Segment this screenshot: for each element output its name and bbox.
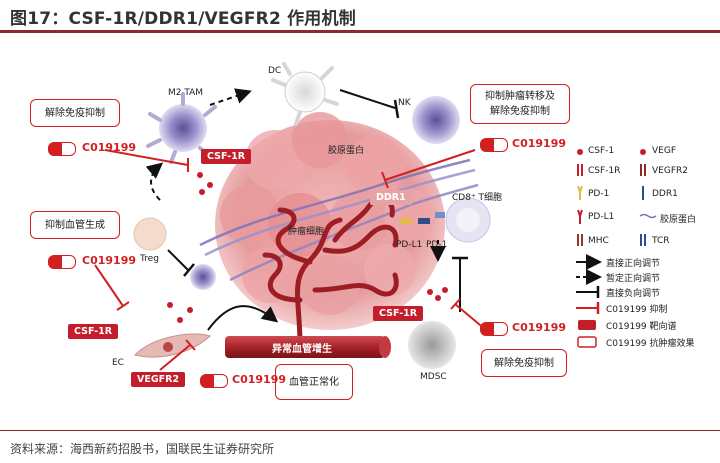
label-treg: Treg xyxy=(140,254,159,264)
vessel-label: 异常血管增生 xyxy=(272,344,332,355)
legend-direct-positive: 直接正向调节 xyxy=(606,259,661,269)
drug-pill-top-left xyxy=(48,142,76,156)
treg-cell xyxy=(133,217,167,251)
box-relieve-suppression-bottom: 解除免疫抑制 xyxy=(481,349,567,377)
legend-mhc: MHC xyxy=(588,236,609,246)
label-tcell: CD8⁺ T细胞 xyxy=(452,193,503,203)
tcell xyxy=(445,197,491,243)
label-tumor: 肿瘤细胞 xyxy=(288,227,325,237)
drug-pill-bottom-right xyxy=(480,322,508,336)
inhibition-lines xyxy=(94,149,487,371)
legend-pause-positive: 暂定正向调节 xyxy=(606,274,661,284)
legend-ddr1: DDR1 xyxy=(652,189,678,199)
legend-inhibit: C019199 抑制 xyxy=(606,305,668,315)
pd1-pdl1-interface xyxy=(400,212,445,224)
label-nk: NK xyxy=(398,98,411,108)
drug-pill-top-right xyxy=(480,138,508,152)
box-inhibit-angiogenesis: 抑制血管生成 xyxy=(30,211,120,239)
box-vessel-normalization: 血管正常化 xyxy=(275,364,353,400)
vessel-tube xyxy=(225,336,391,358)
legend-direct-negative: 直接负向调节 xyxy=(606,289,661,299)
legend-collagen: 胶原蛋白 xyxy=(660,215,697,225)
legend-pd1: PD-1 xyxy=(588,189,610,199)
small-treg-target xyxy=(190,264,216,290)
drug-label-mid-left: C019199 xyxy=(82,254,136,267)
footer-rule xyxy=(0,430,720,431)
label-m2tam: M2 TAM xyxy=(168,88,204,98)
legend-csf1r: CSF-1R xyxy=(588,166,621,176)
drug-label-top-left: C019199 xyxy=(82,141,136,154)
nk-cell xyxy=(412,96,460,144)
label-collagen: 胶原蛋白 xyxy=(328,146,365,156)
label-pd1: PD-1 xyxy=(426,240,448,250)
tag-csf1r-mid: CSF-1R xyxy=(201,149,252,164)
legend-effect: C019199 抗肿瘤效果 xyxy=(606,339,695,349)
tag-csf1r-right: CSF-1R xyxy=(373,306,424,321)
legend-glyphs xyxy=(576,149,657,348)
label-mdsc: MDSC xyxy=(420,372,447,382)
box-inhibit-metastasis: 抑制肿瘤转移及 解除免疫抑制 xyxy=(470,84,570,124)
page-title: 图17：CSF-1R/DDR1/VEGFR2 作用机制 xyxy=(10,9,356,29)
legend-tcr: TCR xyxy=(652,236,670,246)
drug-label-top-right: C019199 xyxy=(512,137,566,150)
dc-cell xyxy=(271,62,339,126)
box-relieve-suppression-top: 解除免疫抑制 xyxy=(30,99,120,127)
tag-vegfr2: VEGFR2 xyxy=(131,372,186,387)
legend-target: C019199 靶向谱 xyxy=(606,322,677,332)
label-pdl1: PD-L1 xyxy=(396,240,423,250)
legend-csf1: CSF-1 xyxy=(588,146,615,156)
ligand-dots xyxy=(167,172,448,323)
source-note: 资料来源：海西新药招股书，国联民生证券研究所 xyxy=(10,442,275,456)
label-dc: DC xyxy=(268,66,282,76)
legend-pdl1: PD-L1 xyxy=(588,212,615,222)
tag-ddr1: DDR1 xyxy=(370,190,412,205)
mdsc-cell xyxy=(408,321,456,369)
drug-label-bottom-right: C019199 xyxy=(512,321,566,334)
tag-csf1r-left: CSF-1R xyxy=(68,324,119,339)
regulation-arrows xyxy=(145,88,468,331)
drug-pill-bottom-mid xyxy=(200,374,228,388)
title-rule xyxy=(0,30,720,33)
legend-vegf: VEGF xyxy=(652,146,676,156)
drug-label-bottom-mid: C019199 xyxy=(232,373,286,386)
label-ec: EC xyxy=(112,358,124,368)
drug-pill-mid-left xyxy=(48,255,76,269)
ec-cell xyxy=(134,333,211,358)
legend-vegfr2: VEGFR2 xyxy=(652,166,688,176)
